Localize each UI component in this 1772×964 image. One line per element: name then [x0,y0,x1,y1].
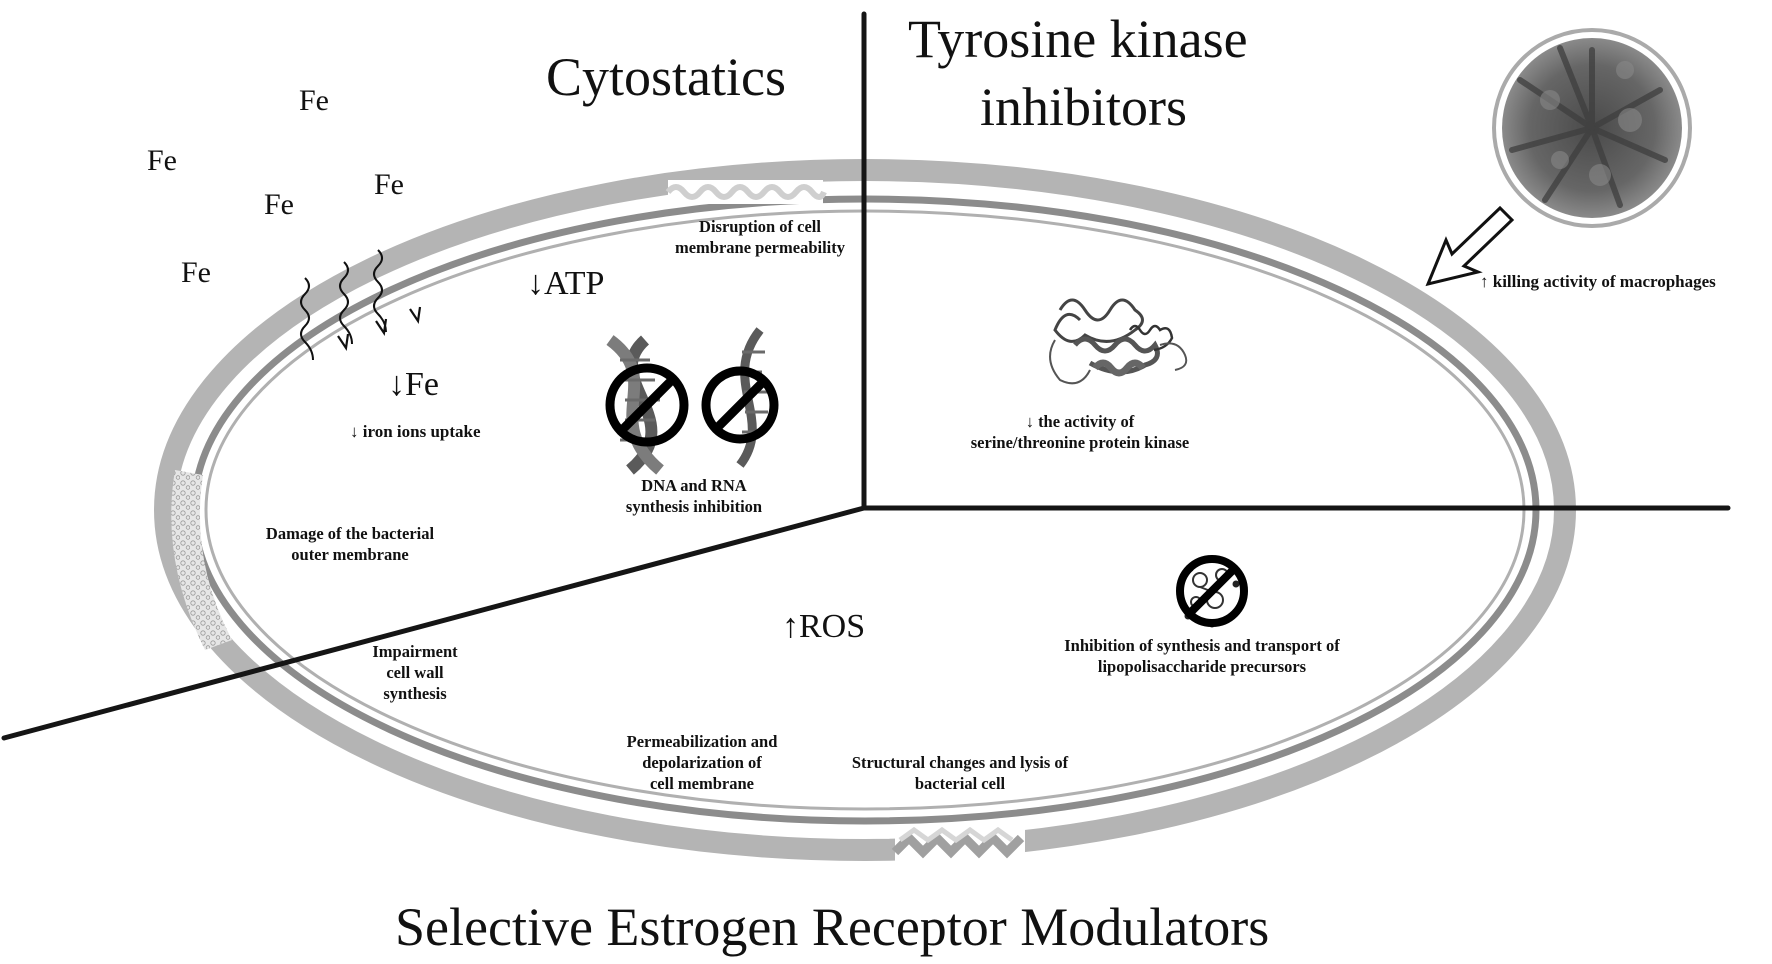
category-title-cytostatics: Cytostatics [546,47,786,107]
permeabilization-label: Permeabilization and depolarization of c… [626,732,778,793]
fe-label: Fe [147,144,177,177]
macrophage-cell-icon [1492,28,1692,228]
kinase-activity-label: ↓ the activity of serine/threonine prote… [970,412,1190,452]
membrane-lysis-bottom [891,826,1025,868]
hollow-arrow-icon [1425,205,1515,287]
fe-label: Fe [299,84,329,117]
atp-decrease-label: ↓ATP [527,265,605,302]
dna-rna-inhibition-label: DNA and RNA synthesis inhibition [625,476,763,516]
membrane-permeability-label: Disruption of cell membrane permeability [674,217,845,257]
membrane-disruption-top [665,180,827,204]
prohibited-icon [605,363,689,447]
fe-label: Fe [264,188,294,221]
prohibited-icon [1176,555,1248,627]
category-title-tki-line1: Tyrosine kinase [908,9,1248,69]
outer-membrane-damage-label: Damage of the bacterial outer membrane [265,524,435,564]
category-title-tki-line2: inhibitors [980,77,1188,137]
category-divider-lines [1,11,1731,741]
macrophage-activity-label: ↑ killing activity of macrophages [1480,272,1716,291]
wavy-arrows-icon [300,249,422,361]
ros-increase-label: ↑ROS [782,608,866,645]
prohibited-icon [701,366,779,444]
lps-inhibition-label: Inhibition of synthesis and transport of… [1064,636,1340,676]
cell-wall-impairment-label: Impairment cell wall synthesis [372,642,458,703]
fe-label: Fe [181,256,211,289]
lysis-label: Structural changes and lysis of bacteria… [851,753,1069,793]
damaged-membrane-region [171,470,232,650]
iron-uptake-label: ↓ iron ions uptake [350,422,481,441]
fe-label: Fe [374,168,404,201]
protein-structure-icon [1049,298,1188,385]
fe-decrease-label: ↓Fe [388,366,439,403]
category-title-serm: Selective Estrogen Receptor Modulators [395,897,1270,957]
